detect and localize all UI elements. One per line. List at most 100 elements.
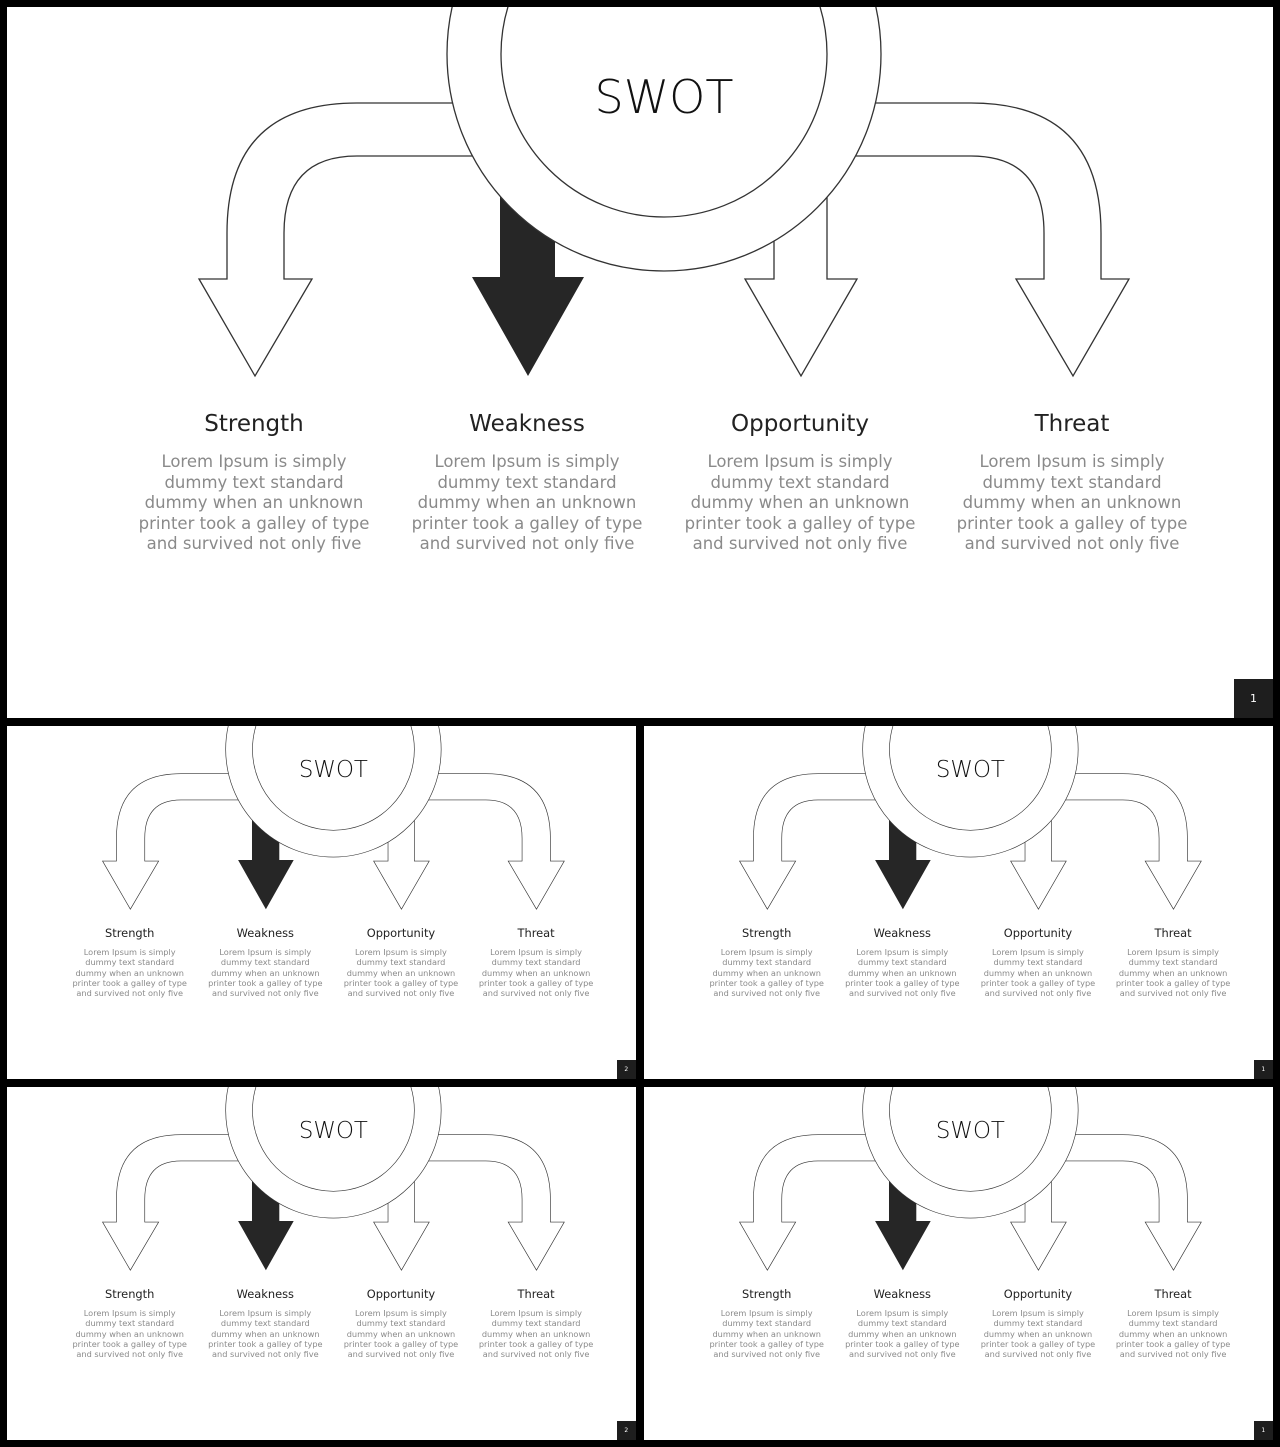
threat-arrow xyxy=(427,1134,565,1271)
description-line: and survived not only five xyxy=(849,988,956,998)
description-line: Lorem Ipsum is simply xyxy=(355,1308,447,1319)
page-number-badge: 1 xyxy=(1234,679,1273,718)
description-line: dummy when an unknown xyxy=(481,967,591,978)
description-line: dummy when an unknown xyxy=(1118,967,1228,978)
weakness-label: Weakness xyxy=(236,925,294,940)
description-line: dummy when an unknown xyxy=(346,1328,456,1339)
description-line: Lorem Ipsum is simply xyxy=(992,947,1084,958)
threat-label: Threat xyxy=(1154,1286,1192,1301)
weakness-arrow xyxy=(238,815,294,910)
description-line: dummy when an unknown xyxy=(712,967,821,978)
description-line: printer took a galley of type xyxy=(72,977,187,988)
description-line: Lorem Ipsum is simply xyxy=(83,1308,176,1319)
description-line: dummy text standard xyxy=(982,472,1162,492)
swot-inner-circle xyxy=(252,1087,415,1192)
description-line: dummy text standard xyxy=(356,1318,446,1329)
threat-label: Threat xyxy=(517,925,555,940)
description-line: dummy text standard xyxy=(491,1318,581,1329)
description-line: dummy when an unknown xyxy=(75,1328,184,1339)
description-line: dummy text standard xyxy=(491,957,581,968)
opportunity-arrow xyxy=(743,187,859,378)
opportunity-label: Opportunity xyxy=(366,925,436,940)
description-line: and survived not only five xyxy=(419,534,635,554)
description-line: and survived not only five xyxy=(692,534,908,554)
description-line: printer took a galley of type xyxy=(709,977,824,988)
description-line: and survived not only five xyxy=(1119,1349,1227,1359)
description-line: dummy when an unknown xyxy=(417,493,637,513)
threat-label: Threat xyxy=(517,1286,555,1301)
description-line: dummy when an unknown xyxy=(211,1328,320,1339)
description-line: dummy text standard xyxy=(220,957,310,968)
weakness-label: Weakness xyxy=(469,411,585,437)
swot-title: SWOT xyxy=(935,1117,1005,1144)
strength-arrow xyxy=(738,1134,877,1271)
description-line: dummy when an unknown xyxy=(983,1328,1093,1339)
opportunity-label: Opportunity xyxy=(366,1286,436,1301)
strength-label: Strength xyxy=(742,925,792,940)
description-line: and survived not only five xyxy=(76,1349,183,1359)
description-line: and survived not only five xyxy=(146,534,362,554)
description-line: dummy when an unknown xyxy=(211,967,320,978)
swot-diagram xyxy=(738,1087,1202,1271)
description-line: dummy when an unknown xyxy=(346,967,456,978)
swot-inner-circle xyxy=(889,1087,1052,1192)
strength-arrow xyxy=(738,773,877,910)
description-line: printer took a galley of type xyxy=(411,513,643,533)
swot-inner-circle xyxy=(500,7,828,218)
threat-arrow xyxy=(1064,1134,1202,1271)
description-line: printer took a galley of type xyxy=(72,1338,187,1349)
swot-title: SWOT xyxy=(298,756,368,783)
threat-arrow xyxy=(427,773,565,910)
description-line: dummy when an unknown xyxy=(481,1328,591,1339)
opportunity-arrow xyxy=(1010,1176,1067,1271)
description-line: dummy text standard xyxy=(85,1318,175,1329)
description-line: Lorem Ipsum is simply xyxy=(490,1308,582,1319)
description-line: printer took a galley of type xyxy=(343,1338,459,1349)
description-line: Lorem Ipsum is simply xyxy=(161,452,347,471)
description-line: printer took a galley of type xyxy=(956,513,1188,533)
description-line: dummy text standard xyxy=(993,1318,1083,1329)
description-line: dummy text standard xyxy=(722,1318,812,1329)
swot-diagram xyxy=(101,1087,565,1271)
threat-label: Threat xyxy=(1034,411,1110,437)
description-line: Lorem Ipsum is simply xyxy=(434,452,620,471)
description-line: printer took a galley of type xyxy=(343,977,459,988)
description-line: printer took a galley of type xyxy=(980,977,1096,988)
swot-inner-circle xyxy=(252,726,415,831)
description-line: Lorem Ipsum is simply xyxy=(707,452,893,471)
description-line: and survived not only five xyxy=(964,534,1180,554)
description-line: printer took a galley of type xyxy=(1115,1338,1231,1349)
strength-label: Strength xyxy=(742,1286,792,1301)
description-line: and survived not only five xyxy=(347,988,455,998)
description-line: and survived not only five xyxy=(212,988,319,998)
page-number-badge: 1 xyxy=(1253,1420,1273,1440)
strength-arrow xyxy=(101,1134,240,1271)
description-line: printer took a galley of type xyxy=(138,513,370,533)
threat-arrow xyxy=(1064,773,1202,910)
description-line: dummy text standard xyxy=(857,1318,947,1329)
description-line: dummy text standard xyxy=(1128,957,1218,968)
description-line: Lorem Ipsum is simply xyxy=(856,947,949,958)
description-line: dummy text standard xyxy=(1128,1318,1218,1329)
description-line: dummy when an unknown xyxy=(848,1328,957,1339)
weakness-arrow xyxy=(472,187,584,376)
description-line: and survived not only five xyxy=(713,1349,820,1359)
description-line: dummy when an unknown xyxy=(144,493,364,513)
description-line: printer took a galley of type xyxy=(684,513,916,533)
description-line: Lorem Ipsum is simply xyxy=(979,452,1165,471)
description-line: dummy when an unknown xyxy=(75,967,184,978)
description-line: Lorem Ipsum is simply xyxy=(490,947,582,958)
